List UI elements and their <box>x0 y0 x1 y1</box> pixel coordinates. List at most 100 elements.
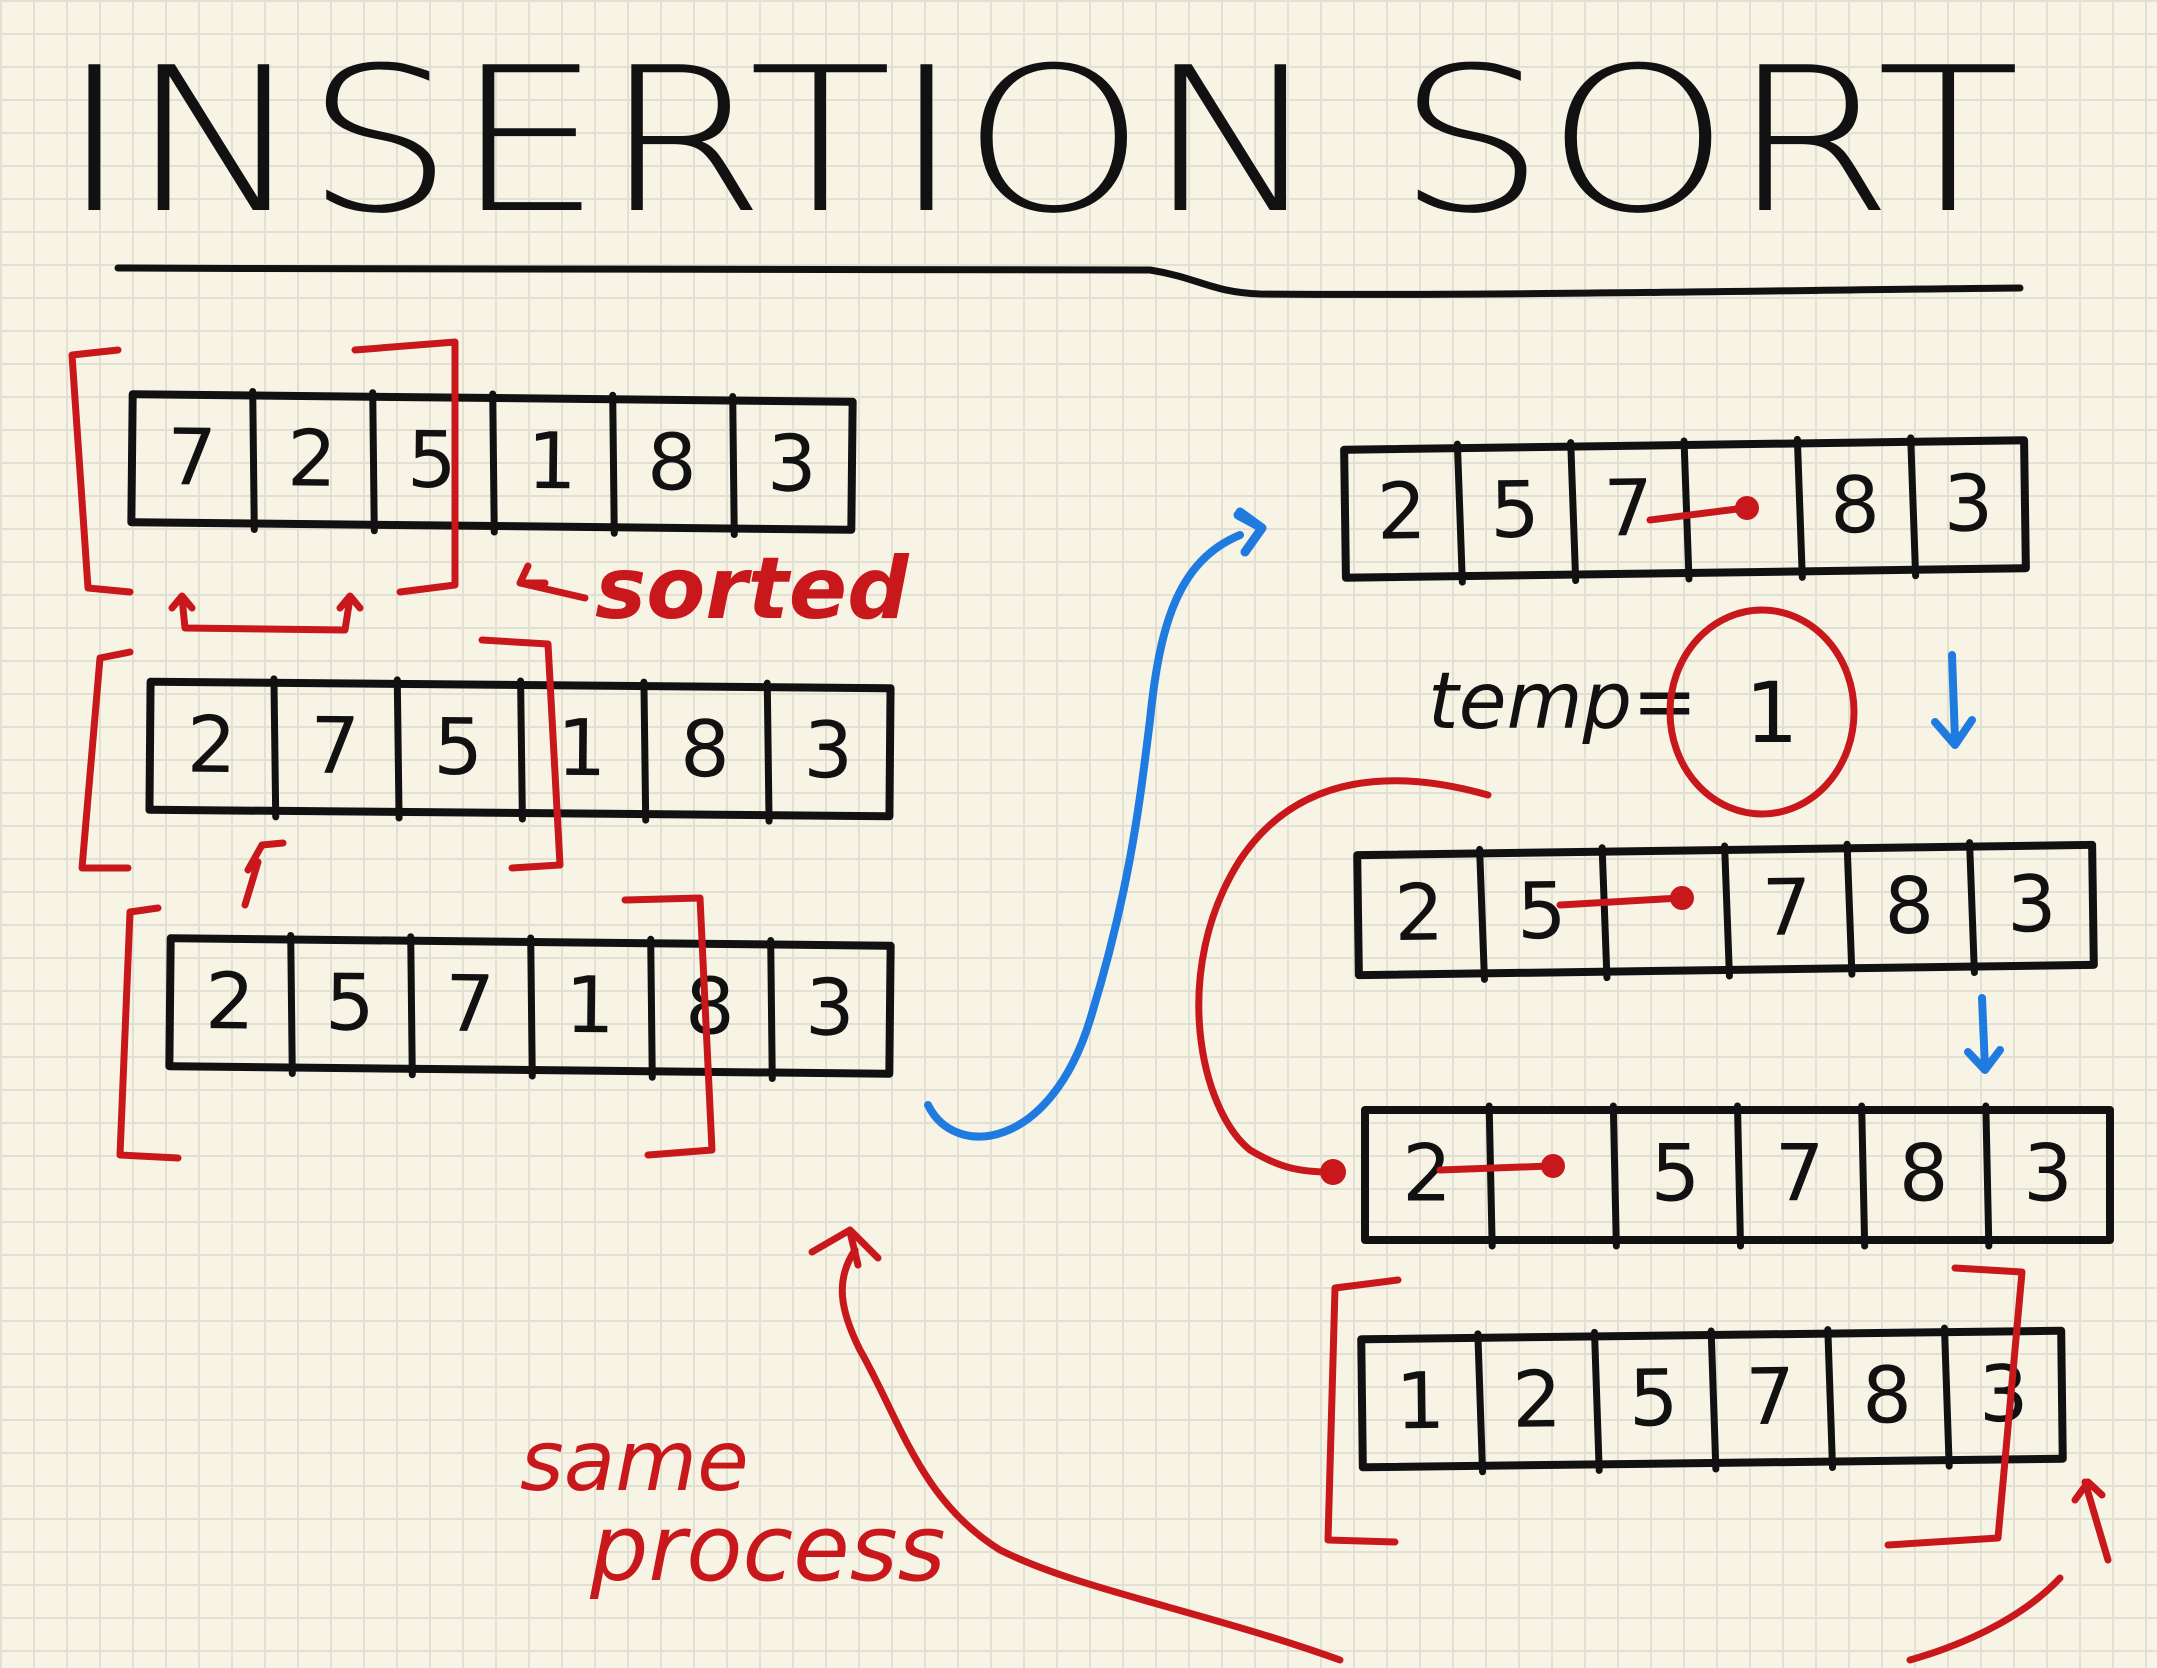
array-cell-value: 2 <box>287 414 338 505</box>
cell-divider <box>1907 434 1920 580</box>
cell-divider <box>369 389 378 535</box>
cell-divider <box>489 390 498 536</box>
bracket-step-3 <box>116 894 716 1162</box>
array-cell-value: 5 <box>433 703 483 793</box>
same-process-arrow <box>838 1246 1344 1664</box>
array-cell-value: 5 <box>1490 466 1541 557</box>
process-label: process <box>589 1495 946 1602</box>
cell-divider <box>729 393 738 539</box>
cell-divider <box>647 935 656 1081</box>
cell-divider <box>1591 1328 1603 1474</box>
cell-divider <box>1609 1102 1620 1250</box>
page-title: INSERTION SORT <box>60 25 2020 258</box>
move-arrow-step-5 <box>1556 894 1684 909</box>
blue-flow-arrow <box>924 531 1244 1141</box>
array-cell-value: 5 <box>1651 1129 1701 1219</box>
cell-divider <box>1476 845 1488 983</box>
array-cell-value: 8 <box>647 418 698 509</box>
cell-divider <box>1982 1102 1993 1250</box>
array-cell-value: 8 <box>1830 461 1881 552</box>
cell-divider <box>763 679 773 825</box>
pointer-mark <box>241 839 287 909</box>
array-cell-value: 7 <box>1761 863 1812 954</box>
move-dot-step-4 <box>1735 496 1759 520</box>
array-cell-value: 5 <box>407 416 458 507</box>
bracket-step-1 <box>68 338 459 596</box>
array-cell-value: 5 <box>1516 867 1567 958</box>
cell-divider <box>640 678 650 824</box>
cell-divider <box>1707 1327 1720 1473</box>
cell-divider <box>1793 435 1806 581</box>
cell-divider <box>1858 1102 1869 1250</box>
cell-divider <box>1721 842 1733 980</box>
array-cell-value: 3 <box>803 706 853 796</box>
down-arrow-2 <box>1964 994 2004 1074</box>
cell-divider <box>1567 439 1580 585</box>
array-cell-value: 8 <box>1862 1351 1913 1442</box>
array-cell-value: 7 <box>1775 1129 1825 1219</box>
move-arrow-step-4 <box>1646 504 1749 524</box>
array-cell-value: 7 <box>445 960 496 1051</box>
cell-divider <box>609 391 618 537</box>
array-cell-value: 7 <box>310 702 360 792</box>
array-cell-value: 3 <box>767 419 818 510</box>
cell-divider <box>287 931 296 1078</box>
array-cell-value: 2 <box>1512 1355 1563 1446</box>
array-cell-value: 5 <box>1628 1354 1679 1445</box>
cell-divider <box>407 933 416 1079</box>
cell-divider <box>1680 437 1693 583</box>
bracket-step-7 <box>1324 1264 2026 1549</box>
array-cell-value: 8 <box>680 705 730 795</box>
array-cell-value: 3 <box>2006 860 2057 951</box>
cell-divider <box>1734 1102 1744 1250</box>
cell-divider <box>393 676 403 822</box>
sorted-arrow <box>516 562 589 602</box>
loop-arrow <box>1195 777 1492 1176</box>
array-cell-value: 7 <box>1745 1352 1796 1443</box>
title-underline <box>114 264 2024 298</box>
same-label: same <box>520 1412 749 1510</box>
temp-label: temp= <box>1428 657 1697 747</box>
array-cell-value: 3 <box>1943 459 1994 550</box>
cell-divider <box>1940 1324 1953 1470</box>
cell-divider <box>1485 1102 1496 1250</box>
array-cell-value: 2 <box>186 701 236 791</box>
cell-divider <box>1843 840 1856 978</box>
temp-circle <box>1666 606 1858 818</box>
array-cell-value: 2 <box>205 957 256 1048</box>
swap-arrow <box>168 592 364 634</box>
array-cell-value: 8 <box>1884 862 1935 953</box>
array-cell-value: 2 <box>1394 868 1445 959</box>
cell-divider <box>1474 1330 1487 1476</box>
loop-arrow-dot <box>1320 1159 1346 1185</box>
temp-value: 1 <box>1745 664 1798 762</box>
title-group: INSERTION SORT <box>60 25 2020 258</box>
cell-divider <box>270 675 280 821</box>
array-cell-value: 7 <box>167 413 218 504</box>
cell-divider <box>517 677 526 823</box>
move-dot-step-5 <box>1670 886 1694 910</box>
array-cell-value: 5 <box>325 958 376 1049</box>
array-cell-value: 2 <box>1402 1129 1452 1219</box>
final-pointer-tail <box>1906 1574 2064 1664</box>
array-cell-value: 1 <box>565 961 616 1052</box>
array-cell-value: 7 <box>1603 464 1654 555</box>
down-arrow-1 <box>1931 651 1976 749</box>
cell-divider <box>1453 440 1466 586</box>
sorted-label: sorted <box>595 539 910 639</box>
array-cell-value: 3 <box>2023 1129 2073 1219</box>
same-process-arrowhead <box>808 1226 882 1269</box>
bracket-step-2 <box>78 636 564 872</box>
array-cell-value: 3 <box>1978 1350 2029 1441</box>
array-cell-value: 3 <box>805 963 856 1054</box>
blue-arrowhead <box>1233 507 1267 557</box>
